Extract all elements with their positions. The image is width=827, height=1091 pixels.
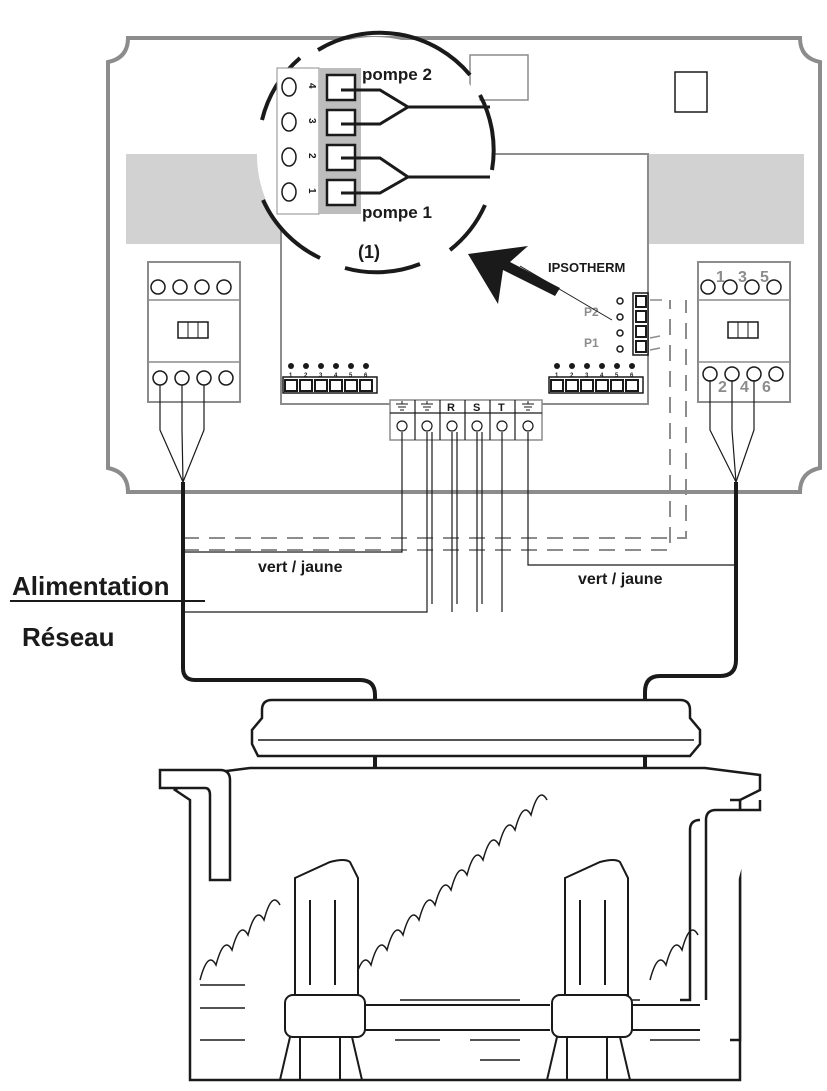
- zoom-terminal-1: 1: [306, 188, 317, 194]
- callout-arrow: [468, 246, 560, 304]
- tb-left-num-4: 4: [334, 373, 338, 379]
- terminal-R: R: [447, 402, 455, 414]
- contactor-right-bottom-6: 6: [762, 379, 771, 396]
- zoom-detail: 4 3 2 1 pompe 2 pompe 1 (1): [257, 30, 496, 275]
- reseau-label: Réseau: [22, 622, 115, 652]
- zoom-terminal-2: 2: [306, 153, 317, 159]
- tb-right-num-1: 1: [555, 373, 559, 379]
- tb-right-num-3: 3: [585, 373, 589, 379]
- p2-label: P2: [584, 305, 599, 319]
- pump-2: [546, 859, 700, 1081]
- ipsotherm-terminal: IPSOTHERM P2 P1: [519, 260, 662, 356]
- p1-label: P1: [584, 336, 599, 350]
- zoom-terminal-3: 3: [306, 118, 317, 124]
- contactor-right: 1 3 5 2 4 6: [697, 261, 791, 403]
- contactor-right-top-3: 3: [738, 269, 747, 286]
- pump-1: [279, 859, 550, 1081]
- tb-left-num-6: 6: [364, 373, 368, 379]
- tb-right-num-4: 4: [600, 373, 604, 379]
- tb-left-num-3: 3: [319, 373, 323, 379]
- tb-right-num-2: 2: [570, 373, 574, 379]
- contactor-left: [147, 261, 241, 403]
- din-rail-right: [648, 154, 804, 244]
- callout-1-label: (1): [358, 242, 380, 262]
- contactor-right-bottom-4: 4: [740, 379, 749, 396]
- tb-left-num-5: 5: [349, 373, 353, 379]
- ipsotherm-label: IPSOTHERM: [548, 260, 625, 275]
- terminal-T: T: [498, 402, 505, 414]
- tb-left-num-1: 1: [289, 373, 293, 379]
- panel-component-rect: [469, 54, 529, 101]
- panel-component-square: [674, 71, 708, 113]
- lifting-station-tank: [158, 698, 762, 1082]
- tb-right-num-5: 5: [615, 373, 619, 379]
- contactor-right-top-1: 1: [716, 269, 725, 286]
- tb-right-num-6: 6: [630, 373, 634, 379]
- contactor-right-bottom-2: 2: [718, 379, 727, 396]
- pompe1-label: pompe 1: [362, 203, 432, 222]
- terminal-block-right: 1 2 3 4 5 6: [548, 363, 644, 394]
- terminal-block-left: 1 2 3 4 5 6: [282, 363, 378, 394]
- pompe2-label: pompe 2: [362, 65, 432, 84]
- terminal-S: S: [473, 402, 480, 414]
- din-rail-left: [126, 154, 281, 244]
- main-terminal-block: R S T: [389, 399, 543, 441]
- tb-left-num-2: 2: [304, 373, 308, 379]
- vert-jaune-right-label: vert / jaune: [578, 571, 663, 588]
- zoom-terminal-4: 4: [306, 83, 317, 89]
- alimentation-label: Alimentation: [12, 571, 169, 601]
- contactor-right-top-5: 5: [760, 269, 769, 286]
- vert-jaune-left-label: vert / jaune: [258, 559, 343, 576]
